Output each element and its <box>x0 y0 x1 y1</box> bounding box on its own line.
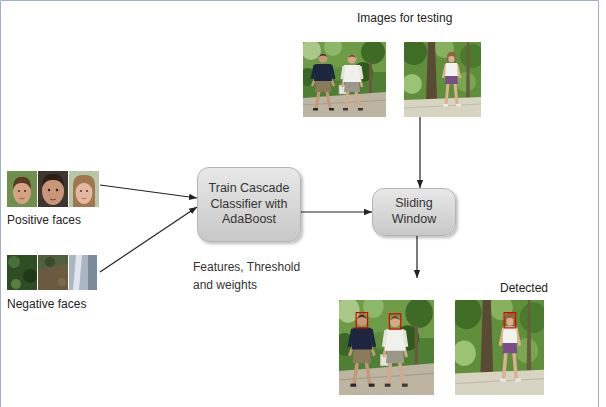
process-box: Train Cascade Classifier with AdaBoost <box>197 167 301 242</box>
detection-box <box>389 314 400 329</box>
arrow-connector <box>100 185 197 198</box>
arrow-connector <box>419 117 420 188</box>
detection-box <box>504 313 516 328</box>
image-group: Images for testing <box>303 8 481 117</box>
negative-sample-thumbnails <box>7 255 97 290</box>
image-caption: Positive faces <box>7 213 81 227</box>
annotation-text: Features, Threshold and weights <box>193 258 318 294</box>
image-group: Detected <box>339 278 573 396</box>
detection-box <box>356 313 367 328</box>
box-label: Train Cascade Classifier with AdaBoost <box>204 181 294 228</box>
arrow-connector <box>301 211 372 212</box>
image-caption: Negative faces <box>7 297 86 311</box>
positive-face-thumbnails <box>7 171 99 207</box>
image-caption: Images for testing <box>357 11 452 25</box>
arrow-connector <box>416 236 417 278</box>
image-group: Positive faces <box>7 171 100 227</box>
image-group: Negative faces <box>7 255 100 311</box>
detected-images <box>334 295 547 395</box>
test-images <box>299 38 484 117</box>
arrow-connector <box>100 207 197 272</box>
image-caption: Detected <box>500 281 548 295</box>
process-box: Sliding Window <box>372 188 456 236</box>
box-label: Sliding Window <box>379 196 449 227</box>
